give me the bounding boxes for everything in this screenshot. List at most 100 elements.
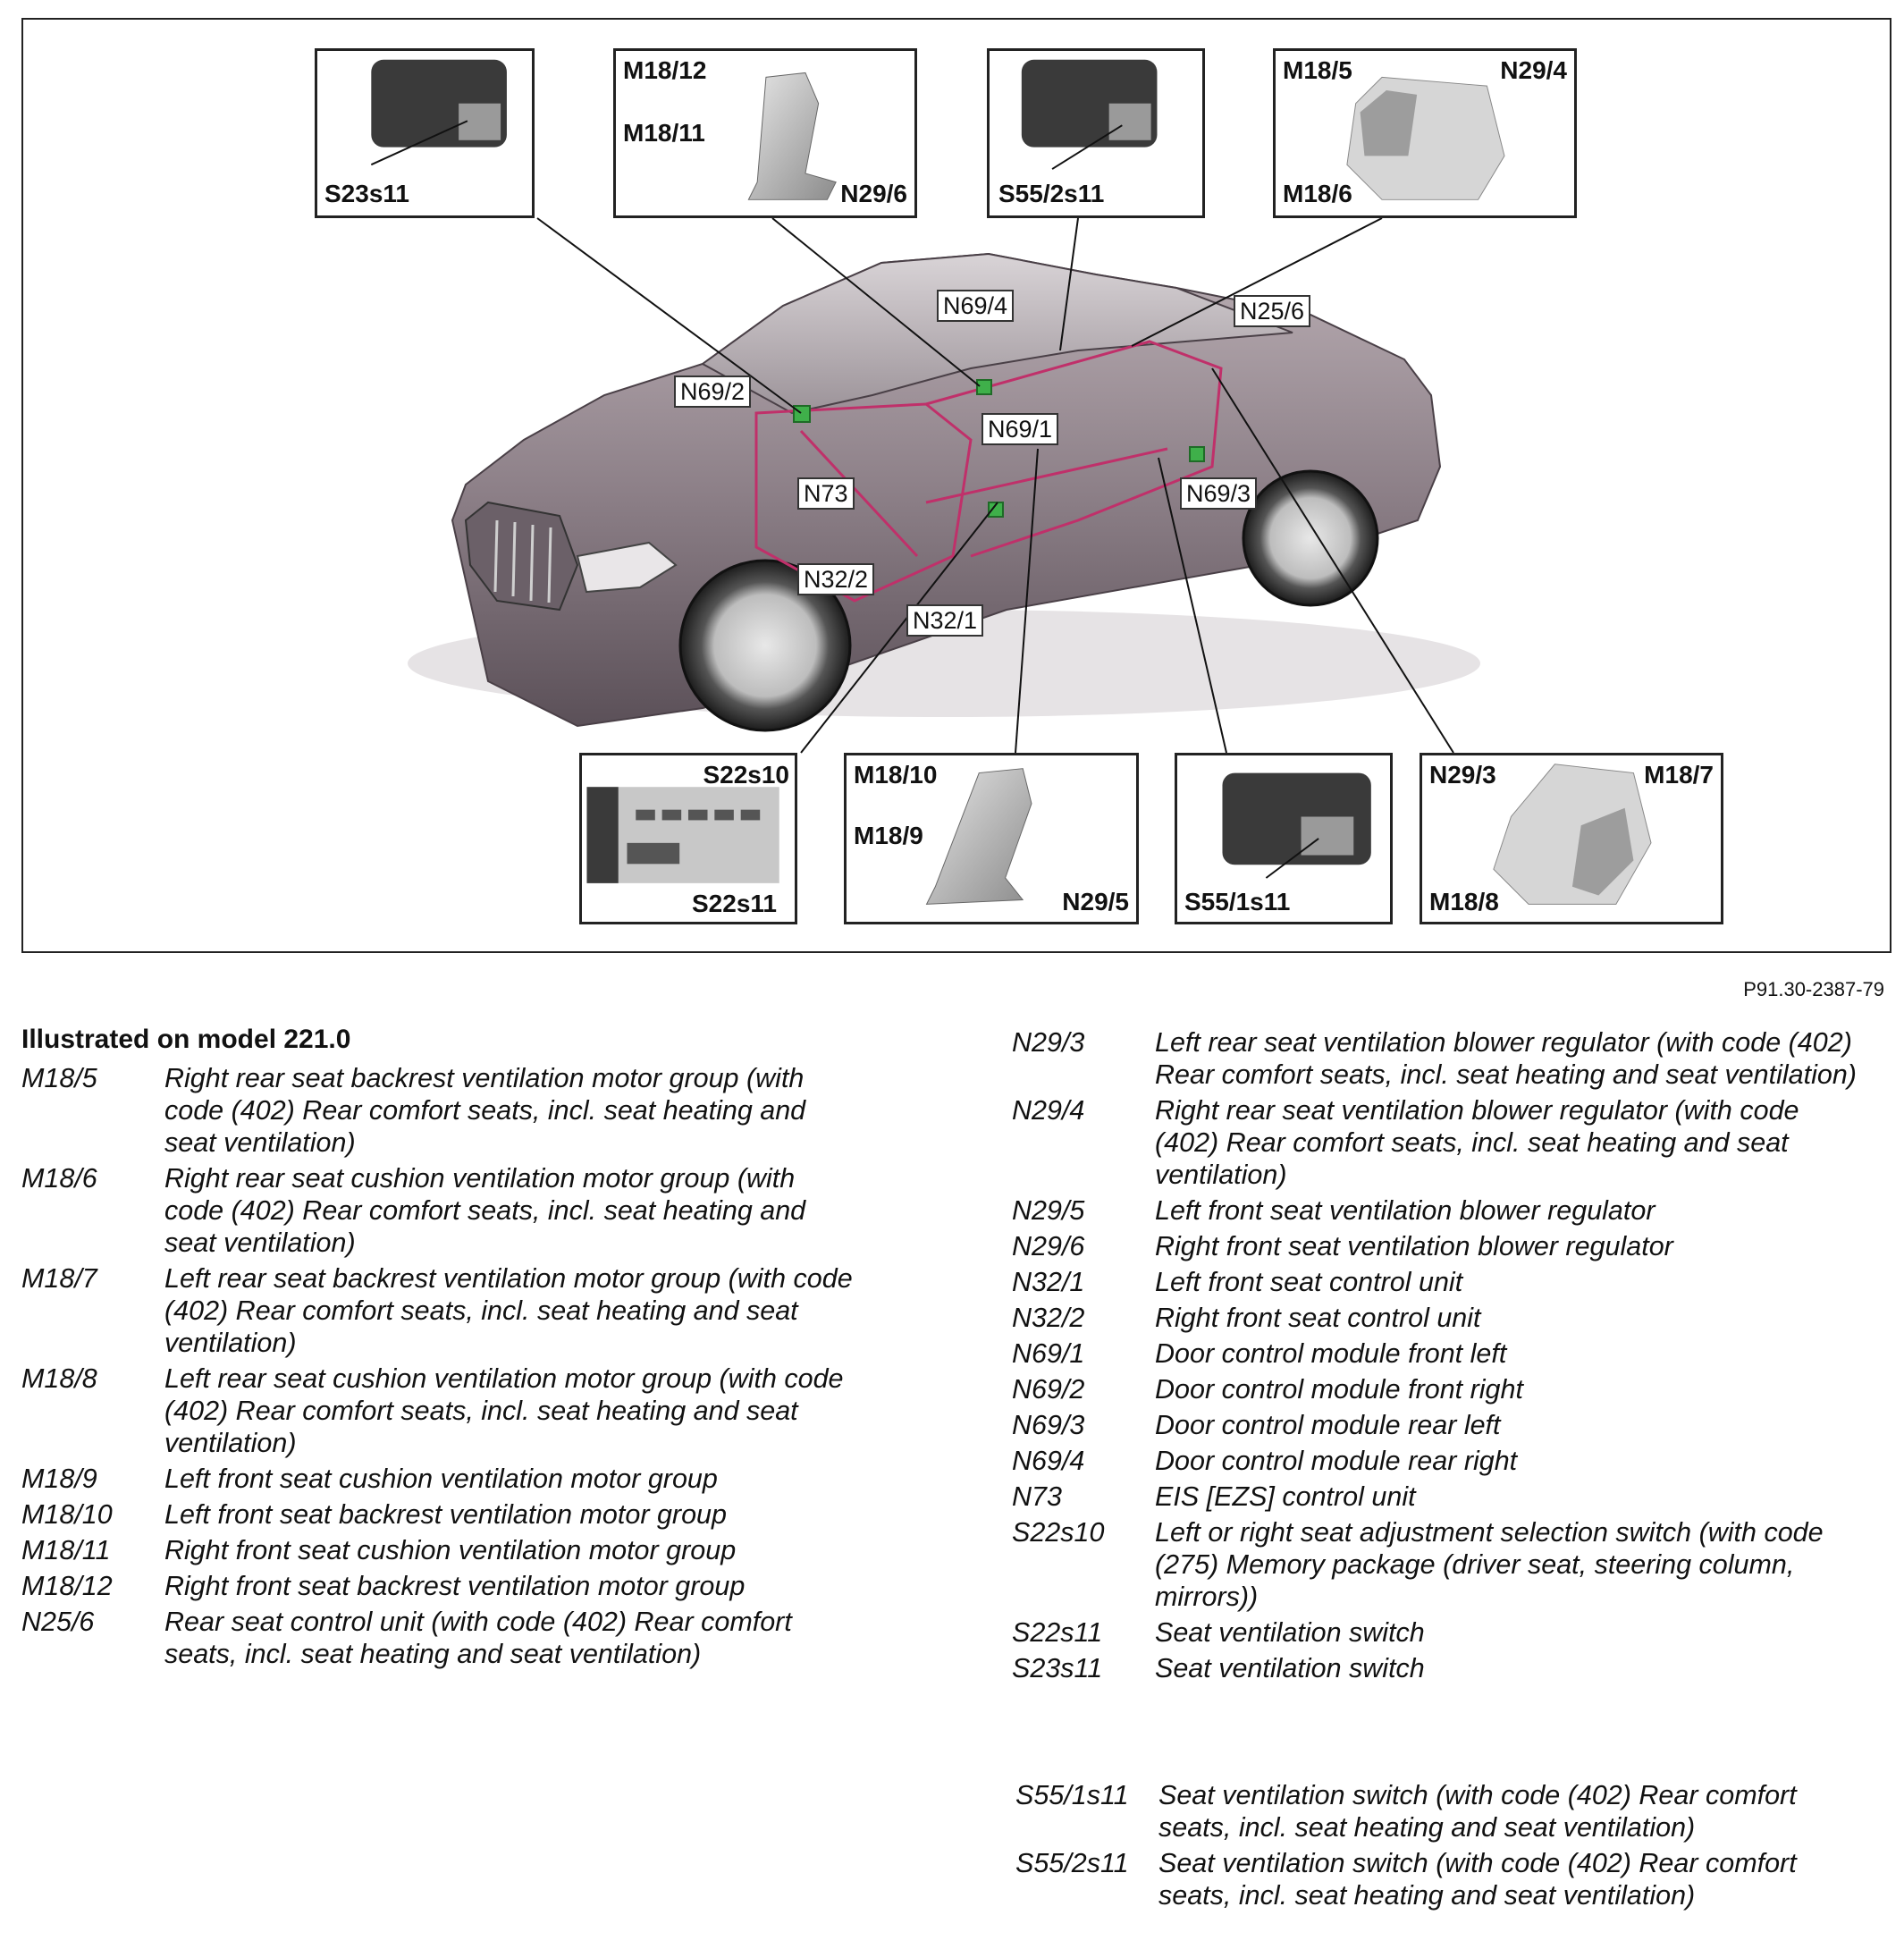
inset-label: N29/3 [1429, 761, 1496, 789]
legend-description: EIS [EZS] control unit [1155, 1481, 1870, 1513]
legend-description: Left rear seat ventilation blower regula… [1155, 1026, 1870, 1091]
legend-description: Seat ventilation switch [1155, 1652, 1870, 1684]
inset-label: M18/7 [1644, 761, 1714, 789]
callout-label: N73 [797, 477, 855, 510]
inset-label: M18/8 [1429, 888, 1499, 916]
inset-label: M18/6 [1283, 180, 1352, 208]
inset-rear-right-seat: M18/5 N29/4 M18/6 [1273, 48, 1577, 218]
legend-description: Door control module rear left [1155, 1409, 1870, 1441]
legend-code: M18/12 [21, 1570, 164, 1602]
legend-code: N29/6 [1012, 1230, 1155, 1262]
legend-entry: M18/10Left front seat backrest ventilati… [21, 1498, 853, 1531]
legend-description: Left rear seat cushion ventilation motor… [164, 1363, 853, 1459]
legend-description: Right rear seat cushion ventilation moto… [164, 1162, 853, 1259]
legend-code: S23s11 [1012, 1652, 1155, 1684]
callout-label: N69/1 [981, 413, 1058, 445]
inset-label: M18/12 [623, 56, 706, 85]
legend-description: Door control module front left [1155, 1337, 1870, 1370]
component-location-figure: S23s11 M18/12 M18/11 N29/6 S55/2s11 M18/… [21, 18, 1891, 953]
callout-label: N32/1 [906, 604, 983, 637]
legend-code: N69/4 [1012, 1445, 1155, 1477]
legend-description: Right front seat cushion ventilation mot… [164, 1534, 853, 1566]
legend-code: N25/6 [21, 1606, 164, 1670]
inset-label: N29/6 [840, 180, 907, 208]
inset-s55-1s11: S55/1s11 [1175, 753, 1393, 924]
legend-code: M18/9 [21, 1463, 164, 1495]
legend-code: N29/3 [1012, 1026, 1155, 1091]
inset-label: M18/10 [854, 761, 937, 789]
inset-label: S55/1s11 [1184, 888, 1290, 916]
callout-label: N69/3 [1180, 477, 1257, 510]
inset-s23s11: S23s11 [315, 48, 535, 218]
legend-description: Seat ventilation switch (with code (402)… [1158, 1847, 1870, 1911]
callout-label: N32/2 [797, 563, 874, 595]
inset-front-left-seat: M18/10 M18/9 N29/5 [844, 753, 1139, 924]
legend-code: N29/5 [1012, 1194, 1155, 1227]
legend-code: M18/10 [21, 1498, 164, 1531]
legend-description: Right rear seat ventilation blower regul… [1155, 1094, 1870, 1191]
legend-description: Left front seat cushion ventilation moto… [164, 1463, 853, 1495]
legend-description: Seat ventilation switch [1155, 1616, 1870, 1649]
inset-label: S23s11 [324, 180, 409, 208]
legend-code: S55/1s11 [1015, 1779, 1158, 1844]
legend-description: Door control module rear right [1155, 1445, 1870, 1477]
legend-description: Left or right seat adjustment selection … [1155, 1516, 1870, 1613]
legend-code: M18/6 [21, 1162, 164, 1259]
inset-s55-2s11: S55/2s11 [987, 48, 1205, 218]
inset-label: M18/5 [1283, 56, 1352, 85]
legend-entry: N29/3Left rear seat ventilation blower r… [1012, 1026, 1870, 1091]
legend-entry: S23s11Seat ventilation switch [1012, 1652, 1870, 1684]
legend-code: S55/2s11 [1015, 1847, 1158, 1911]
legend-code: N69/1 [1012, 1337, 1155, 1370]
inset-label: N29/5 [1062, 888, 1129, 916]
inset-label: M18/9 [854, 822, 923, 850]
legend-code: M18/8 [21, 1363, 164, 1459]
inset-rear-left-seat: N29/3 M18/7 M18/8 [1420, 753, 1723, 924]
legend-title: Illustrated on model 221.0 [21, 1025, 350, 1055]
legend-description: Seat ventilation switch (with code (402)… [1158, 1779, 1870, 1844]
legend-description: Left front seat control unit [1155, 1266, 1870, 1298]
legend-code: M18/11 [21, 1534, 164, 1566]
inset-s22-switches: S22s10 S22s11 [579, 753, 797, 924]
legend-code: N32/2 [1012, 1302, 1155, 1334]
figure-reference-code: P91.30-2387-79 [1743, 978, 1884, 1001]
inset-label: S22s10 [703, 761, 789, 789]
legend-code: M18/5 [21, 1062, 164, 1159]
legend-description: Left rear seat backrest ventilation moto… [164, 1262, 853, 1359]
legend-description: Door control module front right [1155, 1373, 1870, 1405]
inset-label: S55/2s11 [998, 180, 1104, 208]
legend-entry: N69/3Door control module rear left [1012, 1409, 1870, 1441]
inset-label: S22s11 [692, 890, 777, 918]
inset-front-right-seat: M18/12 M18/11 N29/6 [613, 48, 917, 218]
inset-label: N29/4 [1500, 56, 1567, 85]
legend-code: N69/3 [1012, 1409, 1155, 1441]
legend-description: Left front seat backrest ventilation mot… [164, 1498, 853, 1531]
legend-code: S22s11 [1012, 1616, 1155, 1649]
legend-description: Left front seat ventilation blower regul… [1155, 1194, 1870, 1227]
legend-description: Right rear seat backrest ventilation mot… [164, 1062, 853, 1159]
legend-code: S22s10 [1012, 1516, 1155, 1613]
